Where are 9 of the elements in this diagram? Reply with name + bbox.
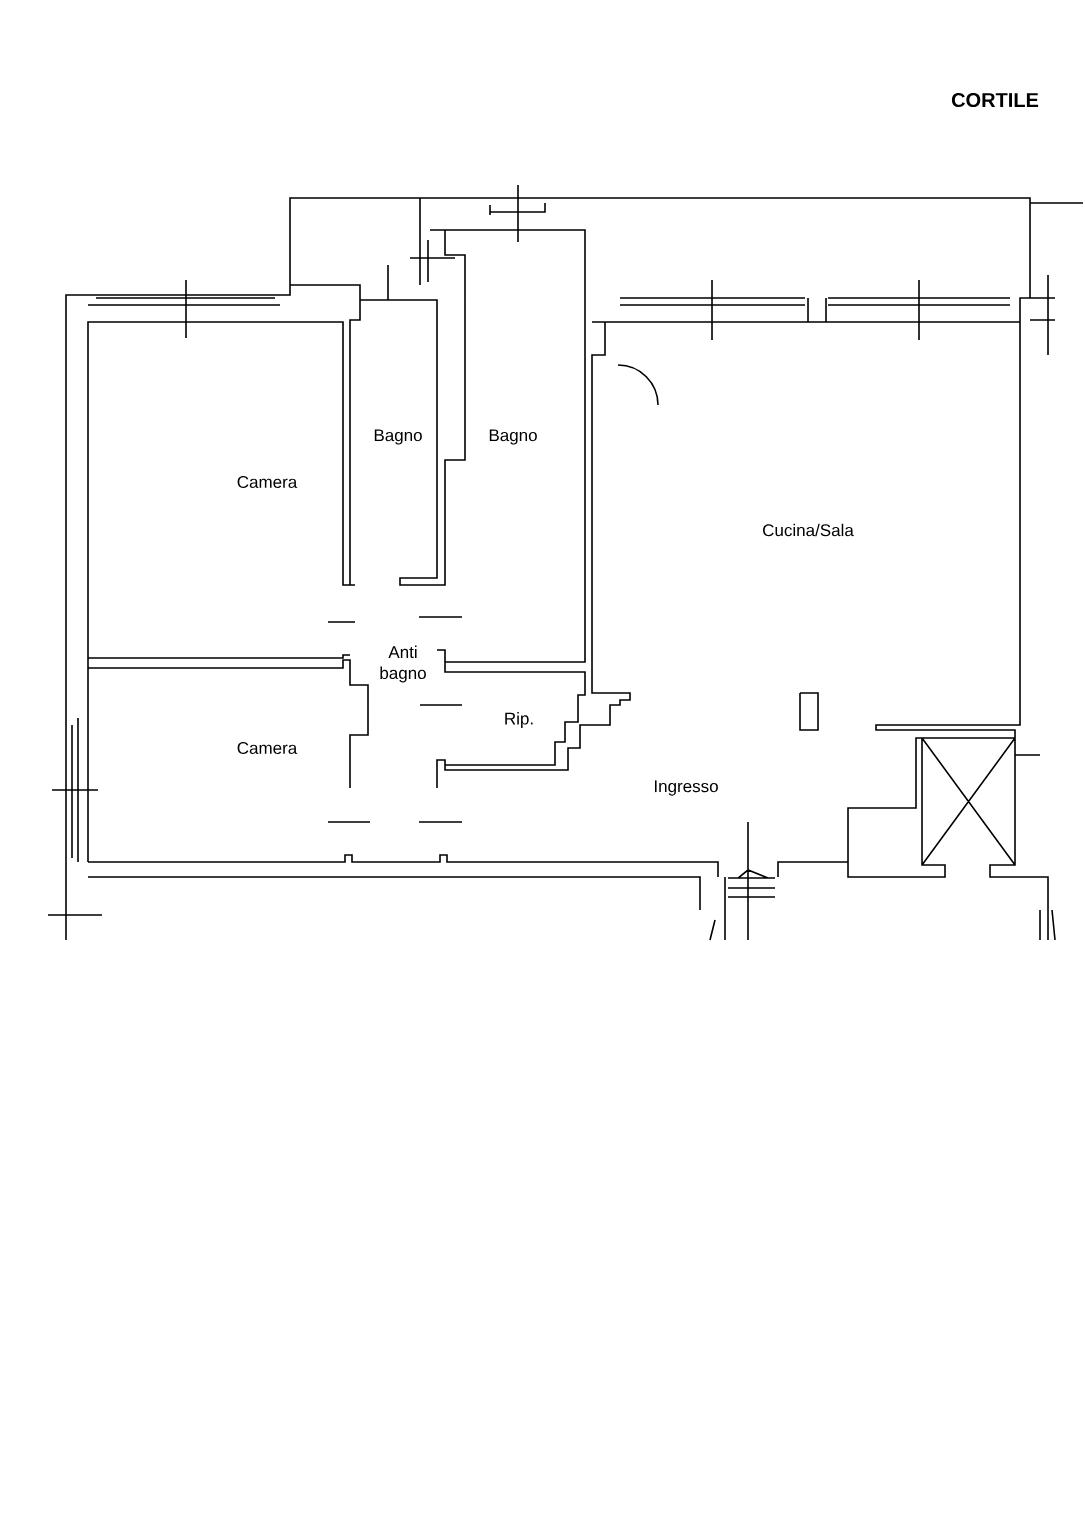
room-label: CORTILE xyxy=(951,92,1039,108)
room-label: Bagno xyxy=(489,429,537,445)
room-label: Camera xyxy=(237,742,298,755)
room-label: Bagno xyxy=(374,429,422,445)
room-label: Rip. xyxy=(505,712,533,728)
room-label: Ingresso xyxy=(654,780,718,796)
room-label: Anti bagno xyxy=(380,645,426,683)
room-label: Cucina/Sala xyxy=(763,523,854,537)
room-label: Camera xyxy=(237,476,298,489)
